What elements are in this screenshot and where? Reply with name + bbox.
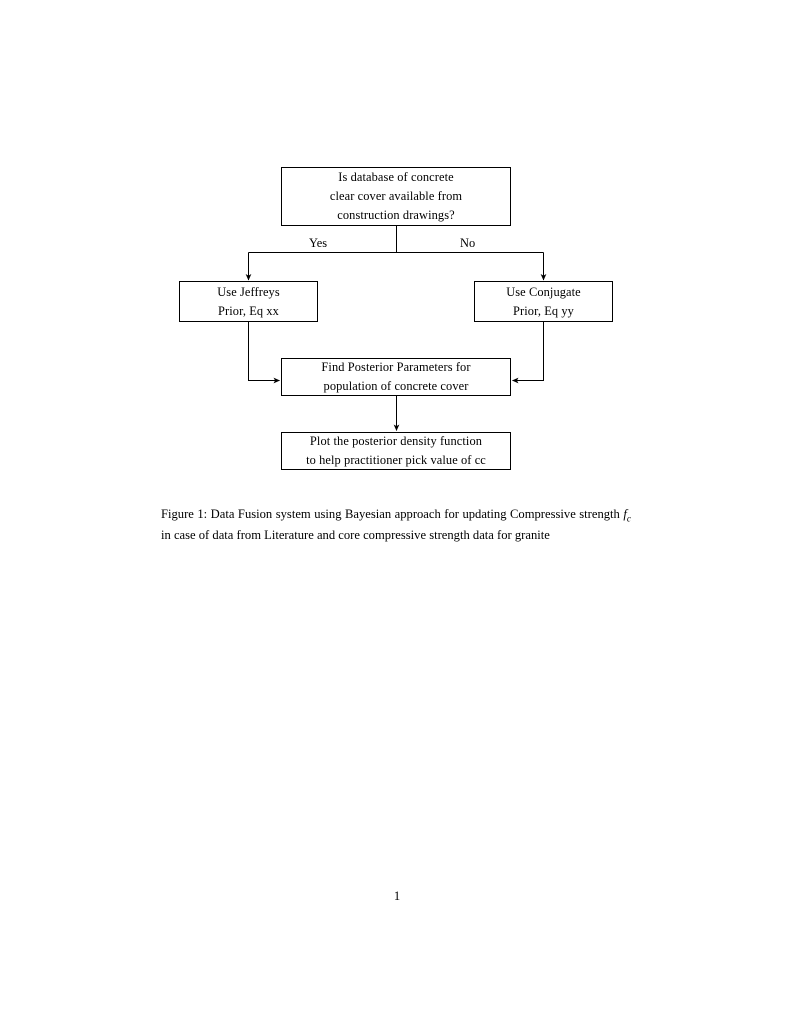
decision-database-available: Is database of concrete clear cover avai…	[281, 167, 511, 226]
node-line: Plot the posterior density function	[309, 434, 483, 449]
caption-text-before-math: Data Fusion system using Bayesian approa…	[210, 506, 620, 521]
figure-1-flowchart: Is database of concrete clear cover avai…	[0, 0, 794, 490]
plot-posterior-density: Plot the posterior density function to h…	[281, 432, 511, 470]
flowchart-connectors	[245, 226, 547, 432]
edge-jeffreys-to-posterior	[247, 322, 281, 384]
caption-math-symbol: fc	[623, 506, 631, 525]
edge-label-no: No	[457, 237, 479, 249]
node-line: Prior, Eq yy	[513, 303, 574, 318]
node-line: construction drawings?	[337, 207, 455, 222]
edge-label-yes: Yes	[306, 237, 331, 249]
page-number: 1	[393, 889, 401, 903]
node-line: Find Posterior Parameters for	[321, 360, 471, 375]
caption-math-subscript: c	[626, 514, 631, 525]
node-line: Use Conjugate	[506, 284, 581, 299]
node-line: clear cover available from	[329, 189, 463, 204]
node-line: Is database of concrete	[338, 170, 454, 185]
find-posterior-parameters: Find Posterior Parameters for population…	[281, 358, 511, 396]
node-line: to help practitioner pick value of cc	[306, 453, 486, 467]
caption-label: Figure 1:	[161, 506, 208, 521]
use-jeffreys-prior: Use Jeffreys Prior, Eq xx	[179, 281, 318, 322]
node-line: population of concrete cover	[323, 379, 469, 393]
use-conjugate-prior: Use Conjugate Prior, Eq yy	[474, 281, 613, 322]
caption-text-after-math: in case of data from Literature and core…	[161, 528, 550, 543]
figure-caption: Figure 1: Data Fusion system using Bayes…	[161, 505, 631, 546]
node-line: Use Jeffreys	[217, 284, 280, 299]
edge-conjugate-to-posterior	[511, 322, 545, 384]
node-line: Prior, Eq xx	[218, 303, 279, 318]
